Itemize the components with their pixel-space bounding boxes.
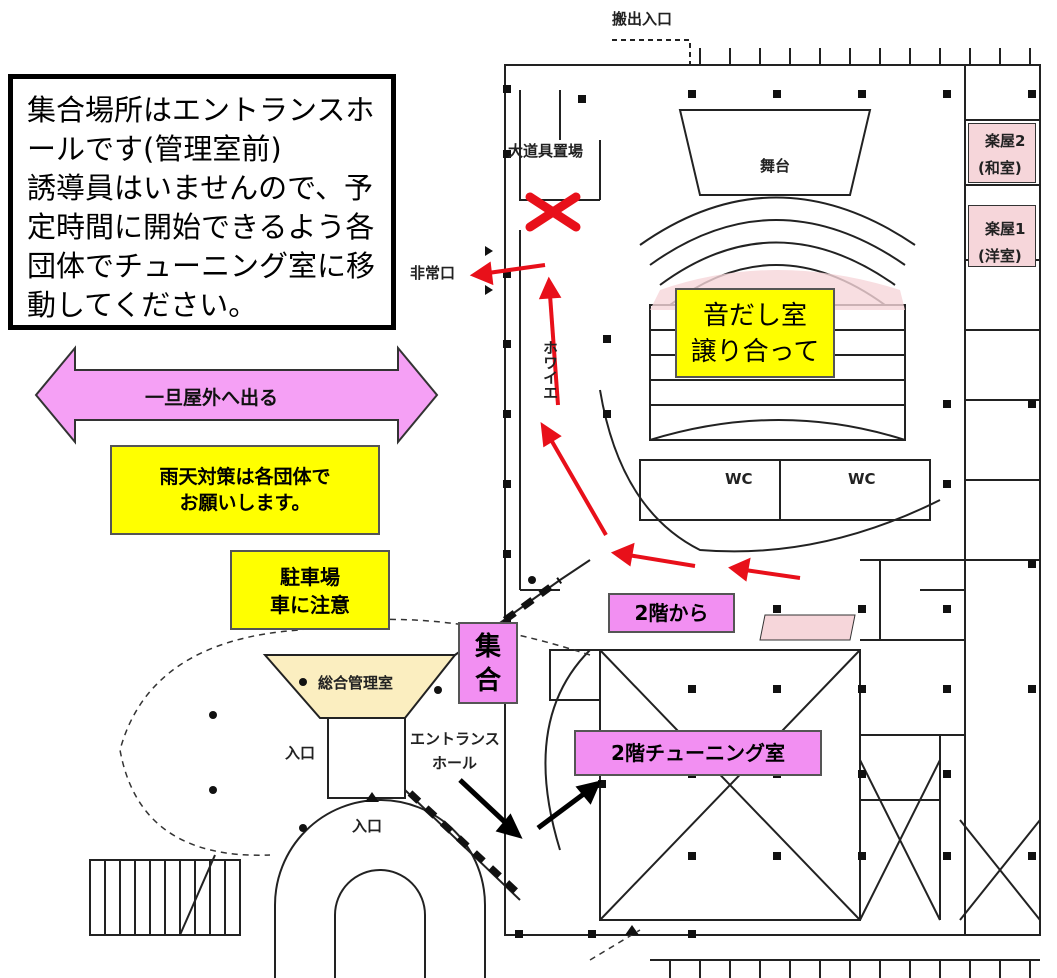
notice-line: 誘導員はいませんので、予 [27, 171, 373, 205]
wc-left-label: WC [725, 470, 753, 488]
tuning-room-label: 2階チューニング室 [574, 730, 822, 776]
notice-line: 団体でチューニング室に移 [27, 249, 376, 283]
assembly-line1: 集 [474, 632, 501, 662]
rehearsal-note-line2: 譲り合って [690, 337, 820, 367]
rehearsal-note-line1: 音だし室 [702, 301, 807, 331]
outside-arrow-label: 一旦屋外へ出る [145, 387, 279, 409]
notice-line: ールです(管理室前) [27, 132, 282, 166]
green-room-1-label: 楽屋1 [985, 220, 1026, 238]
green-room-2-type: (和室) [978, 159, 1022, 177]
assembly-point-label: 集 合 [458, 622, 518, 704]
assembly-line2: 合 [474, 666, 501, 696]
rehearsal-room-note: 音だし室 譲り合って [675, 288, 835, 378]
notice-line: 集合場所はエントランスホ [27, 93, 375, 127]
loading-entrance-label: 搬出入口 [612, 10, 673, 28]
from-2f-label: 2階から [608, 593, 735, 633]
green-room-1-area [968, 205, 1036, 267]
stage-label: 舞台 [760, 157, 791, 175]
green-room-2-area [968, 123, 1036, 183]
rain-note-line2: お願いします。 [179, 492, 311, 514]
rain-note-line1: 雨天対策は各団体で [159, 466, 331, 488]
green-room-2-label: 楽屋2 [985, 132, 1026, 150]
notice-box: 集合場所はエントランスホ ールです(管理室前) 誘導員はいませんので、予 定時間… [8, 74, 396, 330]
entrance-left-label: 入口 [285, 744, 316, 762]
general-office-label: 総合管理室 [318, 674, 394, 692]
wc-right-label: WC [848, 470, 876, 488]
parking-note-line1: 駐車場 [280, 565, 340, 589]
prop-storage-label: 大道具置場 [508, 142, 584, 160]
outside-arrow-shape [34, 345, 439, 445]
rain-note: 雨天対策は各団体で お願いします。 [110, 445, 380, 535]
parking-note-line2: 車に注意 [270, 593, 350, 617]
notice-line: 定時間に開始できるよう各 [27, 210, 375, 244]
parking-note: 駐車場 車に注意 [230, 550, 390, 630]
green-room-1-type: (洋室) [978, 247, 1022, 265]
emergency-exit-label: 非常口 [410, 264, 456, 282]
entrance-bottom-label: 入口 [352, 817, 383, 835]
entrance-hall-label-2: ホール [432, 754, 478, 772]
notice-line: 動してください。 [27, 288, 258, 322]
foyer-label: ホワイエ [541, 340, 559, 400]
entrance-hall-label-1: エントランス [410, 730, 500, 748]
